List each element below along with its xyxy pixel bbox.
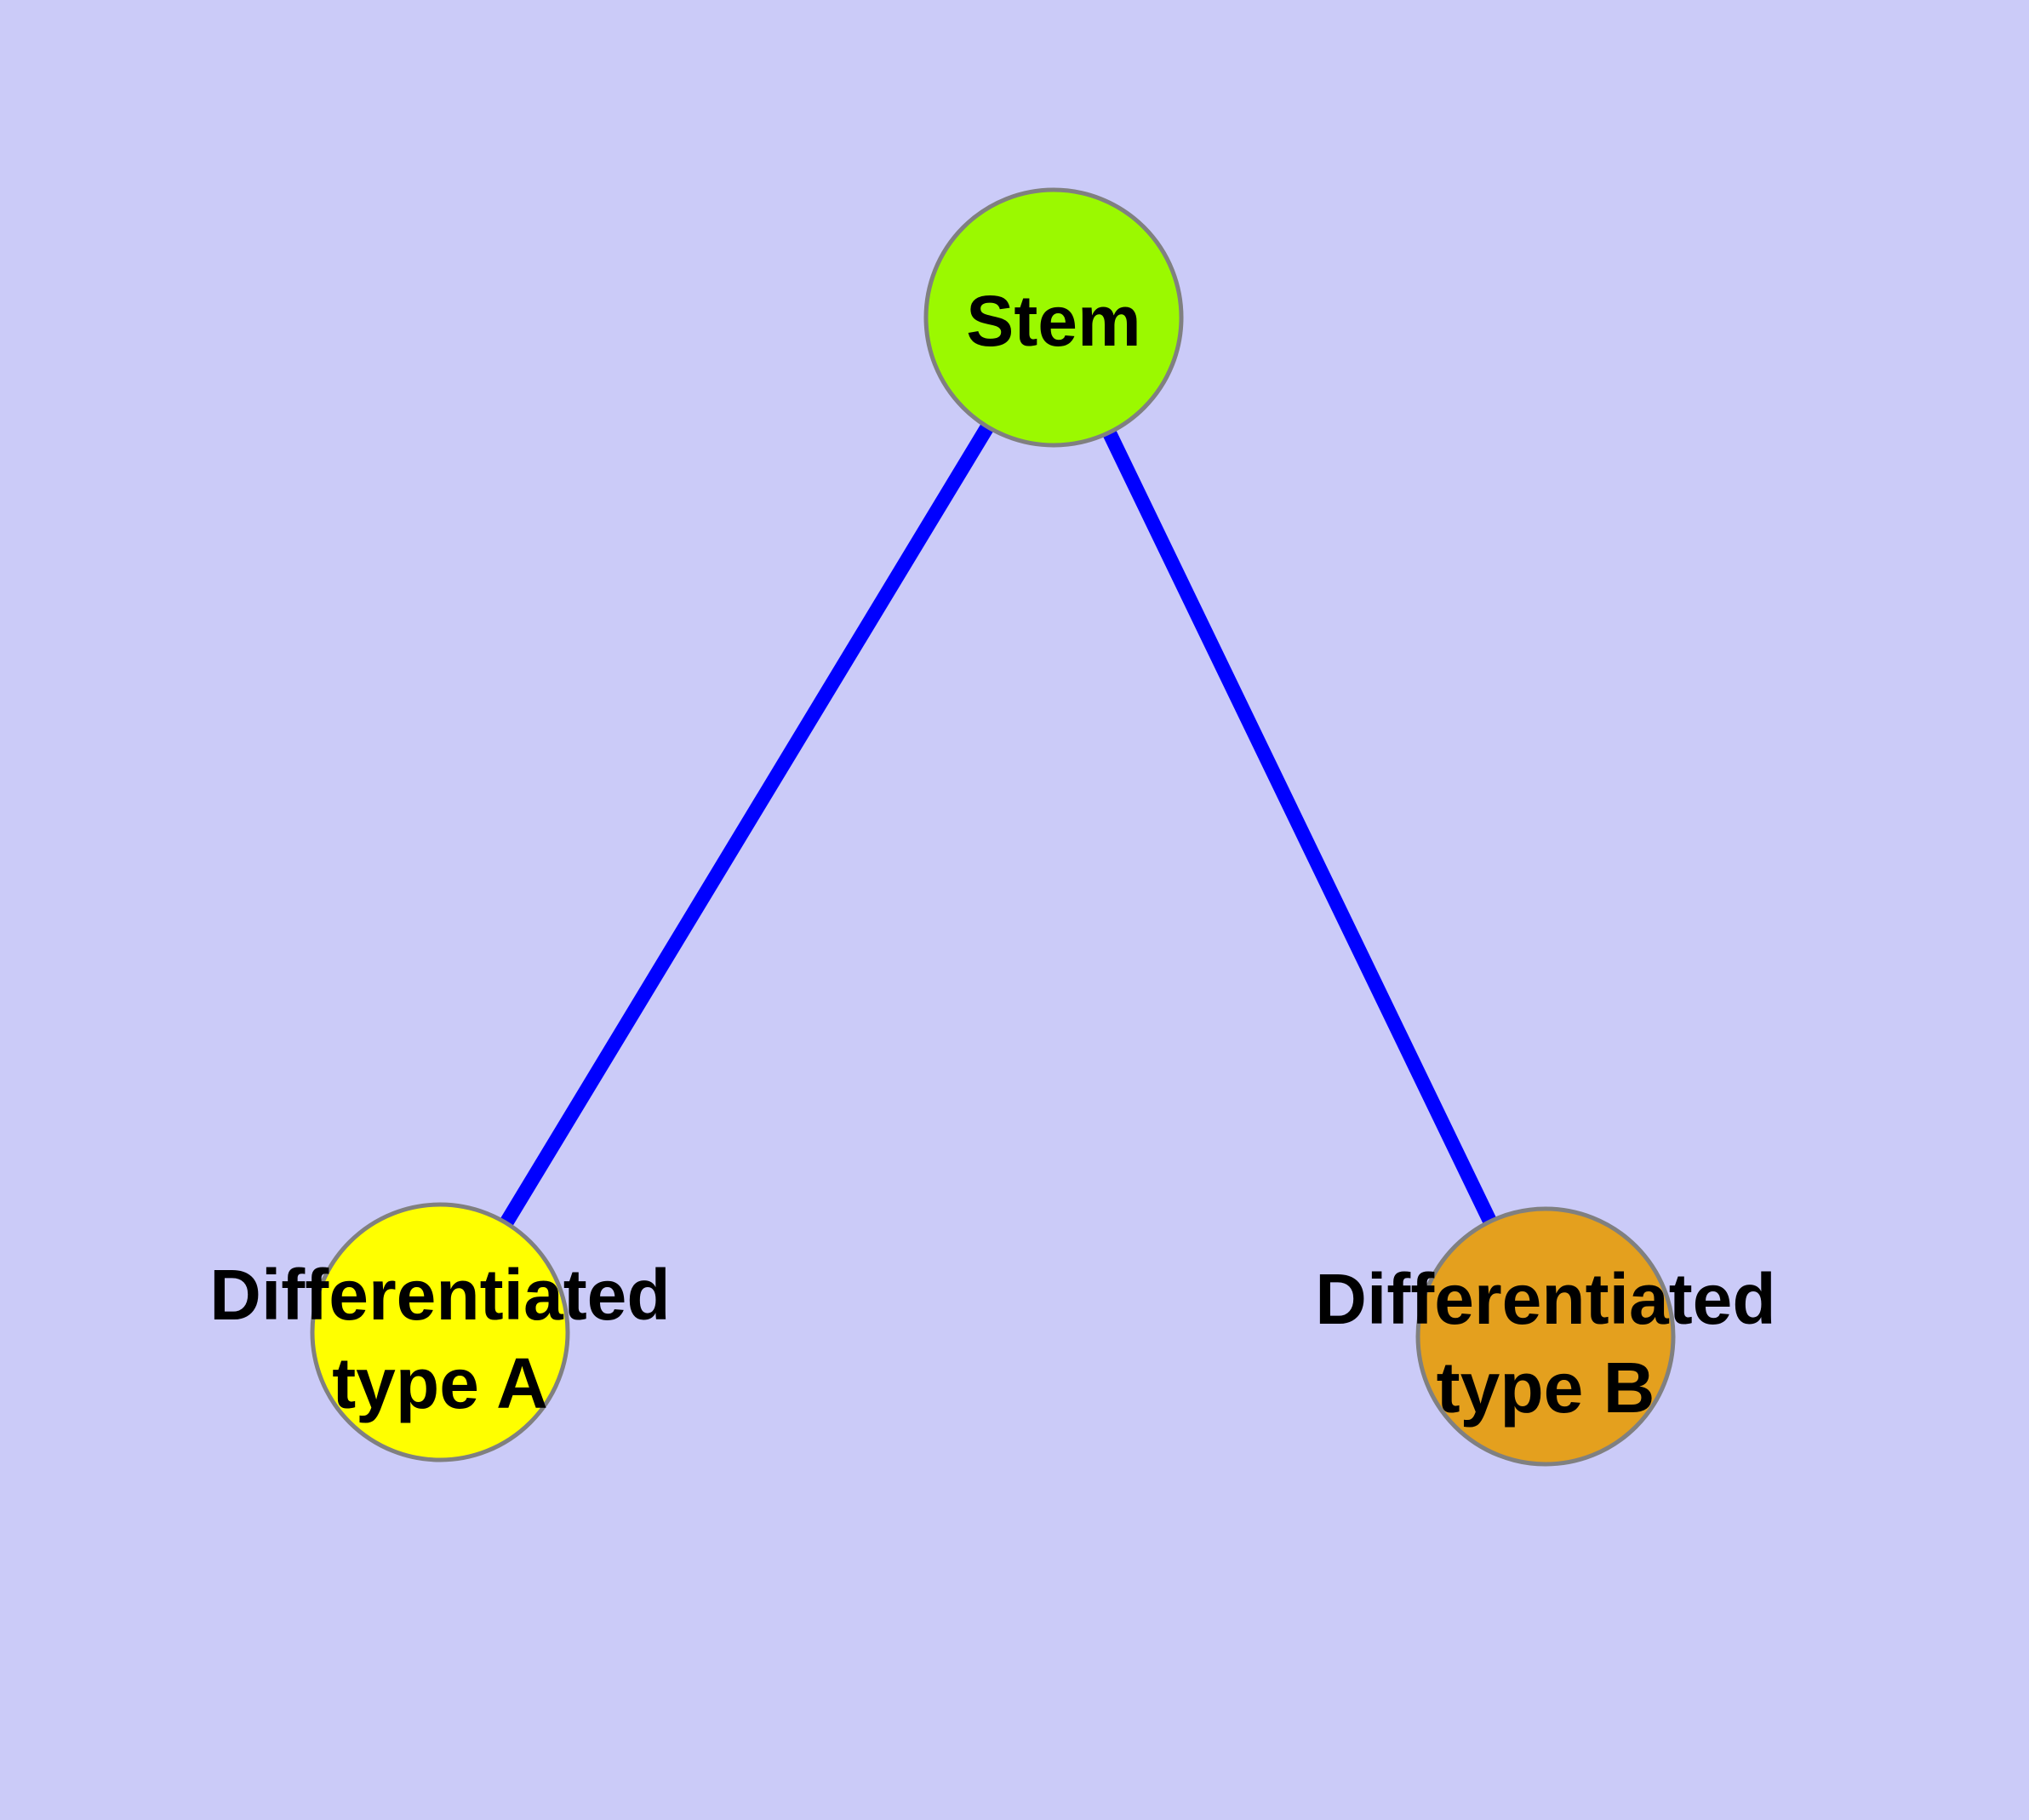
node-stem-label: Stem — [966, 281, 1140, 361]
node-type-a-label-line1: Differentiated — [209, 1255, 670, 1335]
edge-stem-to-type-b — [1047, 314, 1552, 1340]
node-type-a-label-line2: type A — [332, 1343, 548, 1423]
node-type-b-label-line1: Differentiated — [1315, 1259, 1775, 1339]
node-stem — [923, 187, 1184, 448]
node-type-b-label-line2: type B — [1437, 1348, 1655, 1428]
node-differentiated-type-a — [310, 1202, 570, 1462]
edge-stem-to-type-a — [433, 313, 1060, 1336]
node-differentiated-type-b — [1415, 1206, 1676, 1467]
